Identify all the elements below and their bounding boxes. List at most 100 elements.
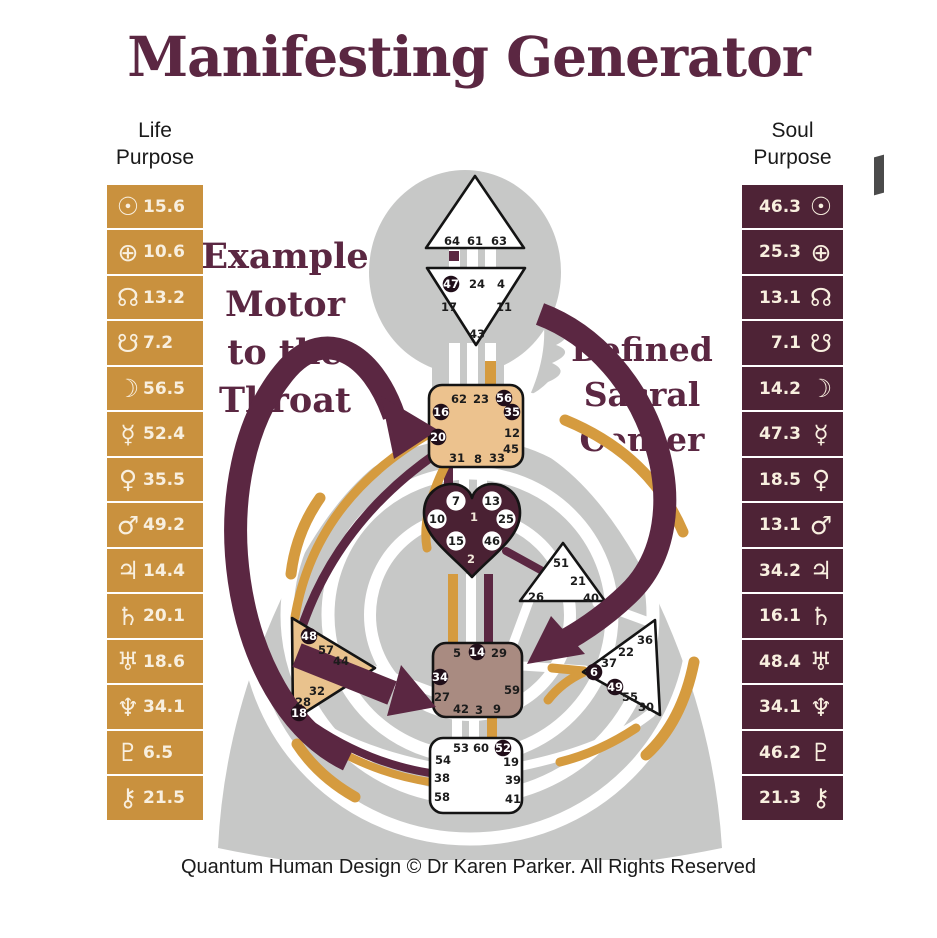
svg-text:31: 31 [449, 451, 465, 465]
center-solar-plexus [581, 618, 662, 717]
gates-solar-plexus: 36 22 37 6 49 55 30 [585, 633, 654, 714]
svg-text:16: 16 [433, 405, 449, 419]
life-value: 21.5 [143, 787, 185, 808]
moon-icon: ☽ [116, 374, 140, 404]
mercury-icon: ☿ [120, 419, 136, 449]
svg-text:49: 49 [607, 680, 623, 694]
pluto-icon: ♇ [116, 738, 140, 767]
svg-text:56: 56 [496, 391, 512, 405]
life-row-mars: ♂49.2 [107, 503, 203, 547]
svg-text:18: 18 [291, 706, 307, 720]
soul-row-mercury: 47.3☿ [742, 412, 843, 456]
svg-text:45: 45 [503, 442, 519, 456]
arrow-motor-to-throat [224, 336, 405, 771]
life-row-north-node: ☊13.2 [107, 275, 203, 320]
annotation-line: Example [201, 236, 369, 277]
arrowhead-sacral-left [387, 665, 436, 716]
life-row-venus: ♀35.5 [107, 457, 203, 502]
soul-row-chiron: 21.3⚷ [742, 776, 843, 820]
svg-text:10: 10 [429, 512, 445, 526]
soul-row-saturn: 16.1♄ [742, 594, 843, 638]
gates-head: 64 61 63 [444, 234, 507, 248]
gates-throat: 62 23 56 16 20 35 12 45 31 8 33 [429, 389, 521, 466]
soul-value: 21.3 [759, 787, 801, 808]
svg-text:34: 34 [432, 670, 448, 684]
arrowhead-throat [381, 396, 438, 459]
life-row-chiron: ⚷21.5 [107, 776, 203, 820]
svg-text:54: 54 [435, 753, 451, 767]
sun-icon: ☉ [116, 192, 140, 222]
svg-text:5: 5 [453, 646, 461, 660]
neptune-icon: ♆ [809, 692, 833, 722]
svg-text:30: 30 [638, 700, 654, 714]
soul-purpose-header: Soul Purpose [742, 117, 843, 171]
life-value: 34.1 [143, 697, 185, 718]
svg-text:43: 43 [469, 327, 485, 341]
annotation-line: Motor [224, 284, 346, 325]
svg-text:14: 14 [469, 645, 485, 659]
svg-text:36: 36 [637, 633, 653, 647]
soul-value: 34.2 [759, 560, 801, 581]
earth-icon: ⊕ [810, 237, 832, 267]
pluto-icon: ♇ [809, 738, 833, 767]
soul-row-pluto: 46.2♇ [742, 730, 843, 775]
life-purpose-header: Life Purpose [107, 117, 203, 171]
svg-text:26: 26 [528, 590, 544, 604]
jupiter-icon: ♃ [116, 556, 140, 586]
soul-purpose-header-line1: Soul [771, 119, 814, 142]
channel-mark-head-ajna [449, 251, 459, 261]
soul-row-neptune: 34.1 ♆ [742, 685, 843, 729]
svg-text:6: 6 [590, 665, 598, 679]
south-node-icon: ☋ [116, 328, 140, 358]
soul-value: 34.1 [759, 697, 801, 718]
life-value: 18.6 [143, 651, 185, 672]
svg-text:55: 55 [622, 690, 638, 704]
life-value: 10.6 [143, 242, 185, 263]
soul-row-south-node: 7.1☋ [742, 321, 843, 365]
life-value: 49.2 [143, 515, 185, 536]
svg-text:40: 40 [583, 591, 599, 605]
life-row-moon: ☽56.5 [107, 366, 203, 411]
soul-row-sun: 46.3☉ [742, 185, 843, 229]
svg-text:9: 9 [493, 702, 501, 716]
arrows [224, 303, 677, 771]
life-purpose-header-line1: Life [138, 119, 172, 142]
soul-value: 25.3 [759, 242, 801, 263]
soul-value: 47.3 [759, 424, 801, 445]
svg-text:48: 48 [301, 629, 317, 643]
soul-value: 7.1 [770, 333, 801, 354]
soul-purpose-column: 46.3☉ 25.3⊕ 13.1☊ 7.1☋ 14.2☽ 47.3☿ 18.5♀… [742, 185, 843, 822]
svg-text:47: 47 [443, 277, 459, 291]
svg-text:46: 46 [484, 534, 500, 548]
neptune-icon: ♆ [116, 692, 140, 722]
life-value: 52.4 [143, 424, 185, 445]
svg-text:59: 59 [504, 683, 520, 697]
life-row-uranus: ♅18.6 [107, 639, 203, 684]
life-row-earth: ⊕10.6 [107, 230, 203, 274]
svg-text:53: 53 [453, 741, 469, 755]
jupiter-icon: ♃ [809, 556, 833, 586]
soul-row-earth: 25.3 ⊕ [742, 230, 843, 274]
arrow-to-sacral-left [292, 643, 397, 705]
life-purpose-header-line2: Purpose [115, 146, 195, 169]
channel-mark-ajna-throat [485, 361, 496, 386]
svg-text:33: 33 [489, 451, 505, 465]
svg-text:8: 8 [474, 452, 482, 466]
moon-icon: ☽ [809, 374, 833, 404]
svg-text:61: 61 [467, 234, 483, 248]
channel-g-will-maroon [502, 547, 550, 577]
life-value: 7.2 [143, 333, 174, 354]
svg-text:52: 52 [495, 741, 511, 755]
north-node-icon: ☊ [809, 283, 833, 313]
life-value: 6.5 [143, 742, 174, 763]
svg-text:4: 4 [497, 277, 505, 291]
gates-ajna: 47 24 4 17 11 43 [441, 275, 512, 341]
venus-icon: ♀ [811, 465, 831, 495]
svg-text:29: 29 [491, 646, 507, 660]
arrowhead-sacral-right [527, 616, 585, 664]
gates-spleen: 48 57 44 32 28 18 [290, 627, 349, 722]
svg-text:11: 11 [496, 300, 512, 314]
mars-icon: ♂ [809, 510, 833, 540]
life-row-neptune: ♆34.1 [107, 685, 203, 729]
gates-will: 51 21 26 40 [528, 556, 599, 605]
